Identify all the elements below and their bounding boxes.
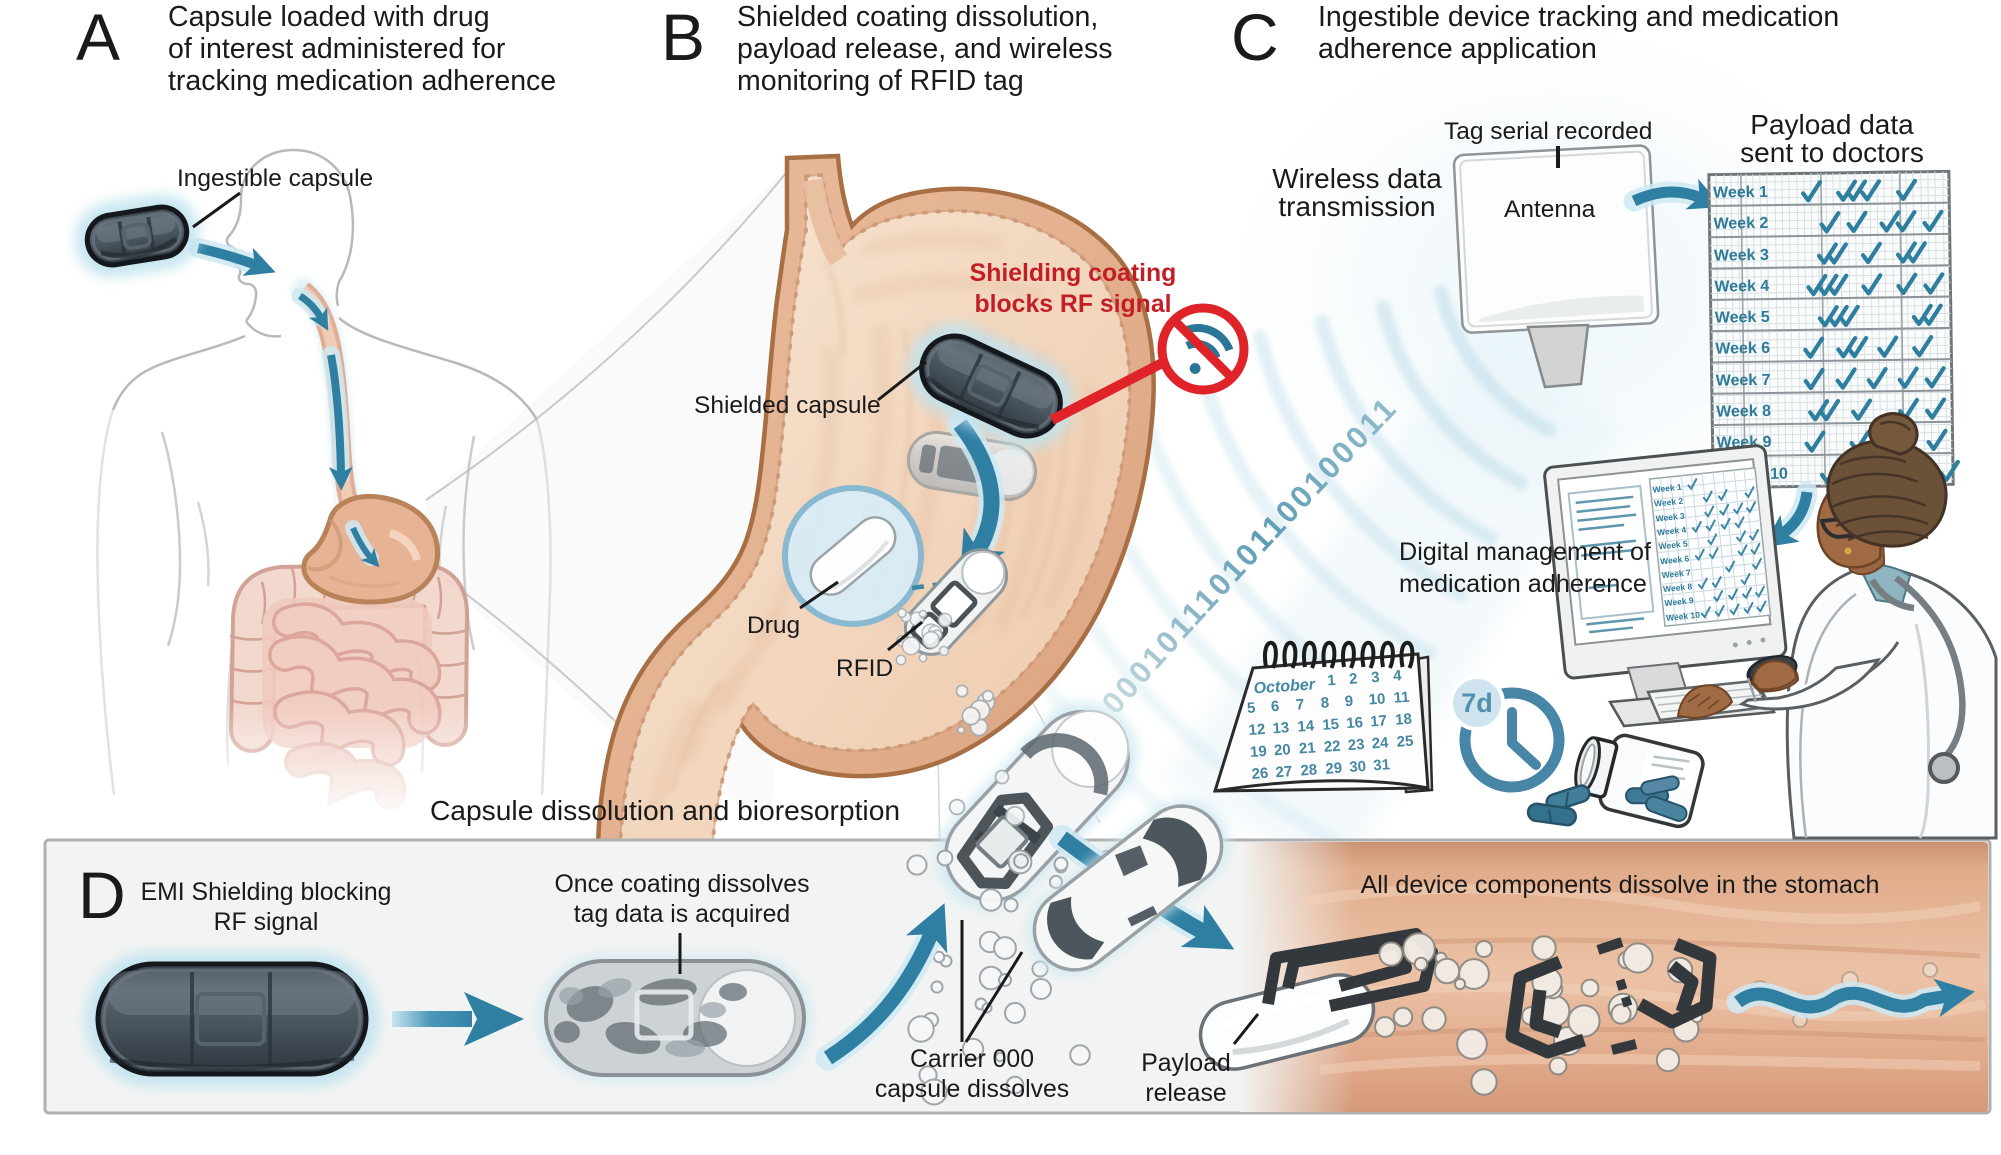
svg-text:payload release, and wireless: payload release, and wireless (737, 33, 1112, 65)
svg-text:9: 9 (1344, 693, 1354, 711)
svg-text:7: 7 (1295, 696, 1305, 714)
svg-text:sent to doctors: sent to doctors (1740, 137, 1924, 168)
svg-text:17: 17 (1370, 712, 1388, 730)
svg-text:Week 8: Week 8 (1716, 403, 1771, 421)
svg-text:27: 27 (1275, 763, 1293, 781)
svg-text:tracking medication adherence: tracking medication adherence (168, 65, 556, 97)
svg-text:A: A (76, 0, 120, 74)
svg-text:5: 5 (1246, 700, 1256, 718)
svg-text:8: 8 (1320, 694, 1330, 712)
svg-text:Week 9: Week 9 (1664, 595, 1694, 608)
svg-text:30: 30 (1349, 758, 1367, 776)
svg-text:16: 16 (1346, 714, 1364, 732)
svg-text:Ingestible device tracking and: Ingestible device tracking and medicatio… (1318, 1, 1839, 33)
svg-text:Capsule dissolution and biores: Capsule dissolution and bioresorption (430, 794, 900, 826)
svg-text:Once coating dissolves: Once coating dissolves (555, 871, 810, 898)
svg-text:Drug: Drug (747, 612, 800, 639)
svg-text:Capsule loaded with drug: Capsule loaded with drug (168, 1, 490, 33)
svg-text:Week 3: Week 3 (1655, 511, 1685, 524)
svg-text:22: 22 (1323, 738, 1341, 756)
svg-text:Week 7: Week 7 (1661, 567, 1691, 580)
svg-text:Week 5: Week 5 (1658, 538, 1688, 551)
svg-text:October: October (1253, 676, 1316, 697)
svg-text:blocks RF signal: blocks RF signal (974, 291, 1171, 318)
svg-text:Week 2: Week 2 (1654, 496, 1684, 509)
svg-text:18: 18 (1395, 711, 1413, 729)
svg-text:31: 31 (1373, 756, 1391, 774)
svg-text:19: 19 (1250, 743, 1268, 761)
svg-text:10: 10 (1770, 466, 1788, 483)
svg-text:Week 5: Week 5 (1715, 309, 1770, 327)
svg-text:B: B (661, 0, 705, 74)
svg-text:Carrier 000: Carrier 000 (910, 1046, 1034, 1073)
svg-text:tag data is acquired: tag data is acquired (574, 901, 790, 928)
svg-text:Antenna: Antenna (1504, 196, 1596, 223)
svg-text:29: 29 (1325, 760, 1343, 778)
svg-text:1: 1 (1327, 672, 1337, 690)
svg-text:Week 1: Week 1 (1652, 482, 1682, 495)
svg-text:Shielding coating: Shielding coating (970, 260, 1177, 287)
svg-text:Week 8: Week 8 (1663, 581, 1693, 594)
svg-text:Week 4: Week 4 (1657, 524, 1687, 537)
svg-text:Week 10: Week 10 (1666, 610, 1701, 624)
svg-text:13: 13 (1272, 719, 1290, 737)
svg-text:D: D (78, 858, 126, 932)
svg-text:11: 11 (1393, 689, 1410, 707)
svg-text:RF signal: RF signal (214, 909, 319, 936)
svg-text:28: 28 (1300, 761, 1318, 779)
svg-text:2: 2 (1349, 670, 1359, 688)
svg-text:of interest administered for: of interest administered for (168, 33, 506, 65)
svg-text:Tag serial recorded: Tag serial recorded (1444, 118, 1652, 145)
svg-text:Payload data: Payload data (1750, 109, 1914, 140)
svg-text:medication adherence: medication adherence (1399, 570, 1647, 598)
svg-text:transmission: transmission (1278, 191, 1435, 222)
svg-text:4: 4 (1393, 667, 1403, 685)
svg-text:Shielded coating dissolution,: Shielded coating dissolution, (737, 1, 1098, 33)
svg-text:EMI Shielding blocking: EMI Shielding blocking (141, 879, 392, 906)
svg-text:Week 6: Week 6 (1660, 553, 1690, 566)
svg-text:Payload: Payload (1141, 1050, 1231, 1077)
svg-text:20: 20 (1273, 741, 1291, 759)
svg-text:Wireless data: Wireless data (1272, 163, 1442, 194)
svg-text:7d: 7d (1461, 688, 1493, 718)
svg-text:23: 23 (1347, 736, 1365, 754)
svg-text:C: C (1231, 0, 1279, 74)
svg-text:24: 24 (1371, 734, 1389, 752)
svg-text:6: 6 (1270, 698, 1280, 716)
svg-text:monitoring of RFID tag: monitoring of RFID tag (737, 65, 1024, 97)
svg-text:RFID: RFID (836, 655, 893, 682)
svg-text:26: 26 (1251, 765, 1269, 783)
svg-text:Week 6: Week 6 (1715, 340, 1770, 358)
svg-text:capsule dissolves: capsule dissolves (875, 1076, 1069, 1103)
svg-text:Week 4: Week 4 (1714, 278, 1769, 296)
svg-text:21: 21 (1298, 739, 1316, 757)
svg-text:Week 3: Week 3 (1714, 247, 1769, 265)
svg-text:25: 25 (1396, 733, 1414, 751)
svg-text:release: release (1145, 1080, 1226, 1107)
svg-text:10: 10 (1368, 690, 1386, 708)
svg-text:3: 3 (1371, 669, 1381, 687)
svg-text:adherence application: adherence application (1318, 33, 1597, 65)
svg-text:Week 7: Week 7 (1716, 372, 1771, 390)
svg-text:Ingestible capsule: Ingestible capsule (177, 165, 373, 192)
svg-text:Shielded capsule: Shielded capsule (694, 392, 881, 419)
svg-text:14: 14 (1297, 717, 1315, 735)
svg-text:15: 15 (1322, 716, 1340, 734)
svg-text:Digital management of: Digital management of (1399, 538, 1652, 566)
svg-text:Week 1: Week 1 (1713, 184, 1768, 202)
svg-text:12: 12 (1248, 721, 1266, 739)
svg-text:Week 2: Week 2 (1713, 215, 1768, 233)
svg-text:All device components dissolve: All device components dissolve in the st… (1361, 871, 1880, 899)
